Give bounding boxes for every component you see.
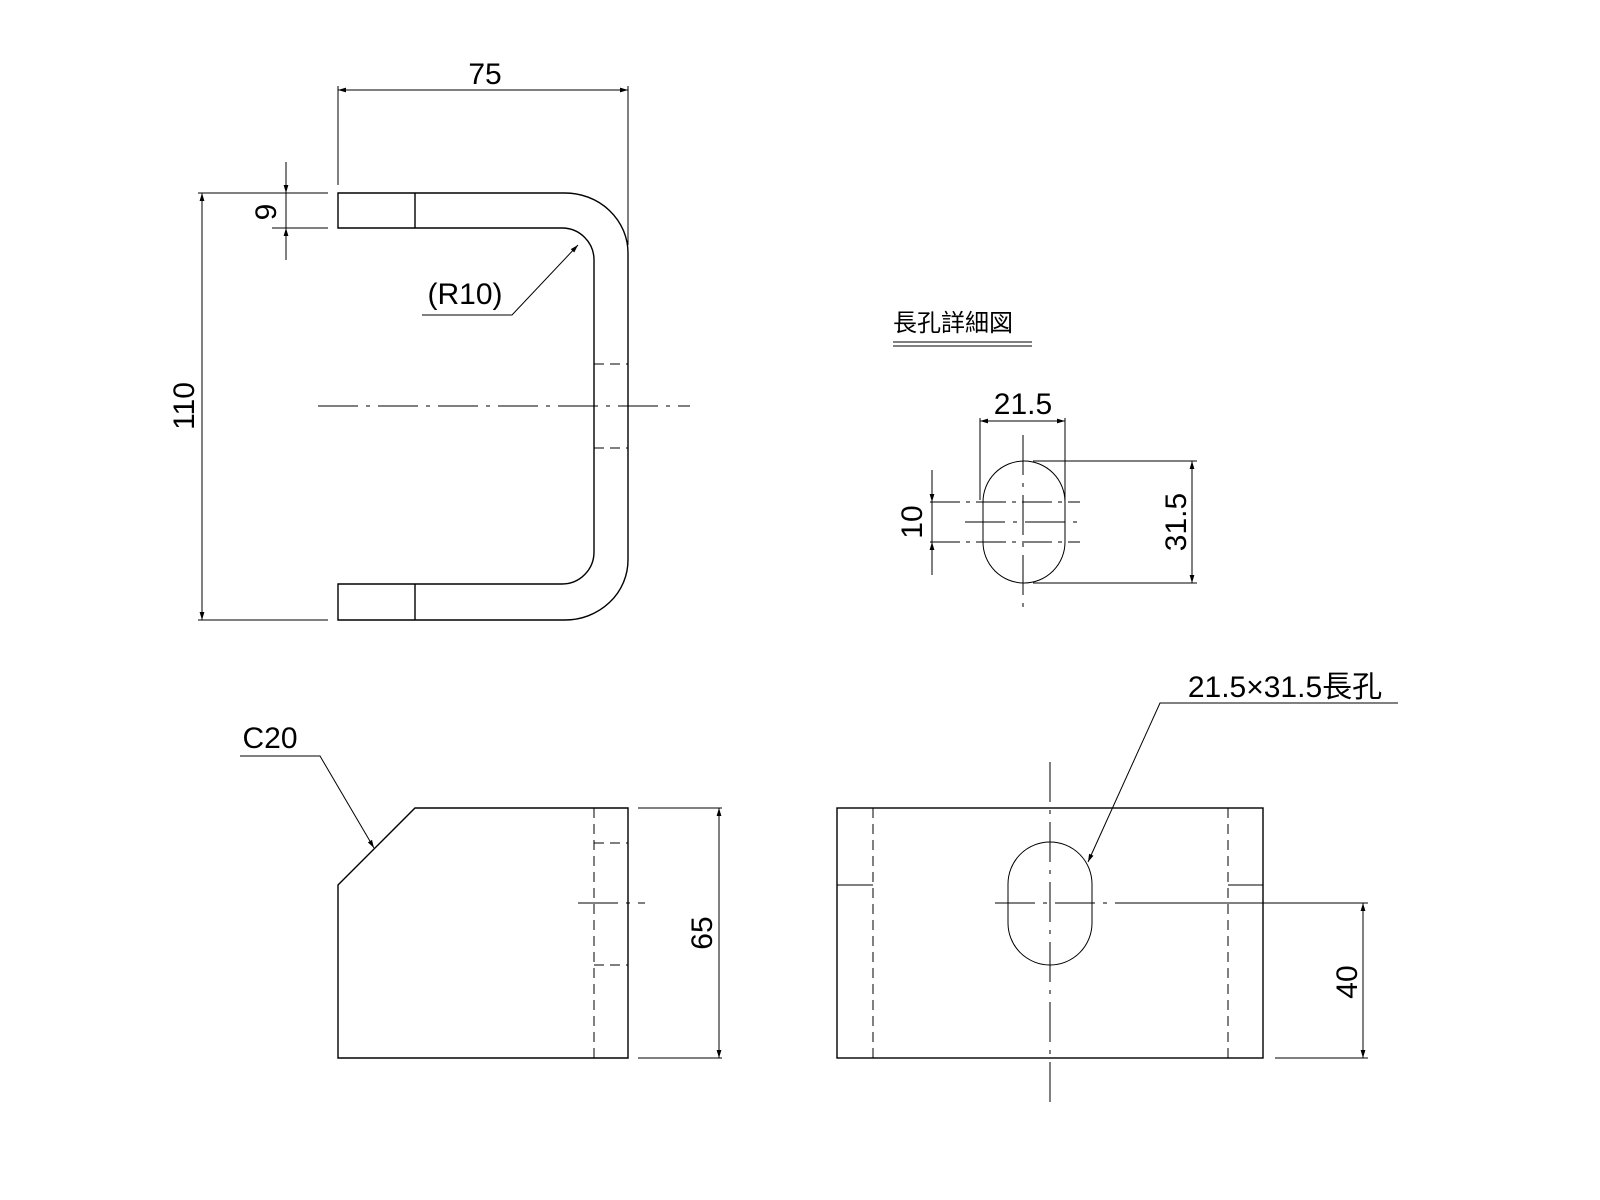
slot-width-dimension: 21.5 — [994, 388, 1052, 421]
slot-outline — [982, 460, 1066, 584]
slot-note: 21.5×31.5長孔 — [1188, 671, 1382, 704]
radius-leader — [422, 244, 579, 316]
detail-title: 長孔詳細図 — [893, 309, 1013, 337]
chamfer-leader — [240, 755, 375, 849]
thickness-dimension-9: 9 — [250, 204, 283, 221]
slot-height-dimension: 31.5 — [1160, 493, 1193, 551]
slot-leader — [1087, 702, 1398, 863]
chamfer-note: C20 — [242, 722, 297, 755]
side-view: 40 21.5×31.5長孔 — [836, 671, 1398, 1105]
top-view-outline — [337, 192, 629, 621]
slot-hole — [1007, 841, 1093, 966]
front-view: 65 C20 — [240, 722, 722, 1059]
height-dimension-65: 65 — [686, 916, 719, 949]
slot-detail-view: 長孔詳細図 21.5 31.5 10 — [893, 309, 1197, 610]
front-view-outline — [337, 807, 629, 1059]
center-height-dimension-40: 40 — [1331, 965, 1364, 998]
slot-offset-dimension: 10 — [896, 505, 929, 538]
side-view-outline — [836, 807, 1264, 1059]
height-dimension-110: 110 — [168, 382, 201, 430]
radius-note: (R10) — [427, 278, 502, 311]
width-dimension-75: 75 — [468, 58, 501, 91]
top-view: 75 9 110 (R10) — [168, 58, 690, 621]
